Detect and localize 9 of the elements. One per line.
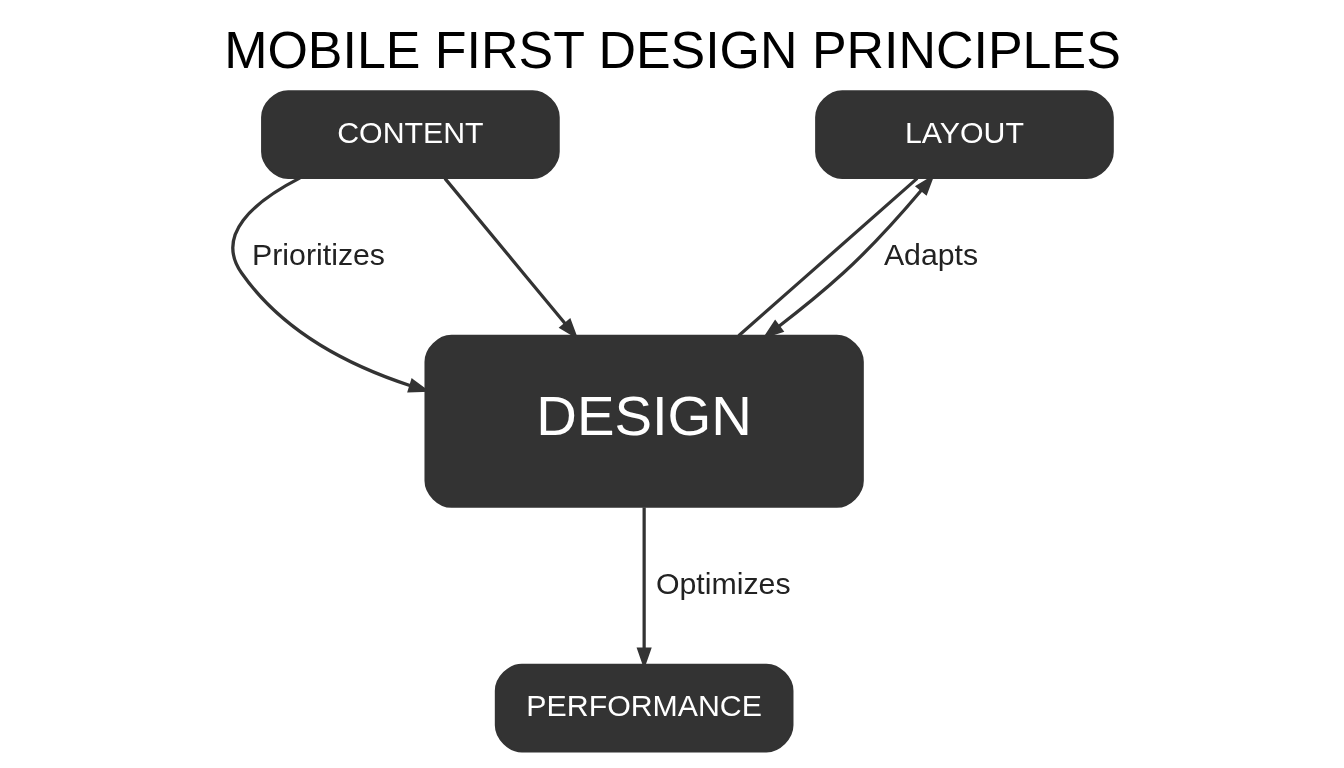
diagram-title: MOBILE FIRST DESIGN PRINCIPLES xyxy=(223,20,1121,79)
edge-label: Optimizes xyxy=(655,566,791,600)
node-box: PERFORMANCE xyxy=(494,663,793,752)
node-box: LAYOUT xyxy=(814,89,1114,179)
edge-label: Prioritizes xyxy=(251,237,385,271)
node-box: CONTENT xyxy=(260,89,560,179)
node-box: DESIGN xyxy=(424,334,864,508)
edge-label: Adapts xyxy=(883,237,978,271)
connector xyxy=(737,176,918,337)
